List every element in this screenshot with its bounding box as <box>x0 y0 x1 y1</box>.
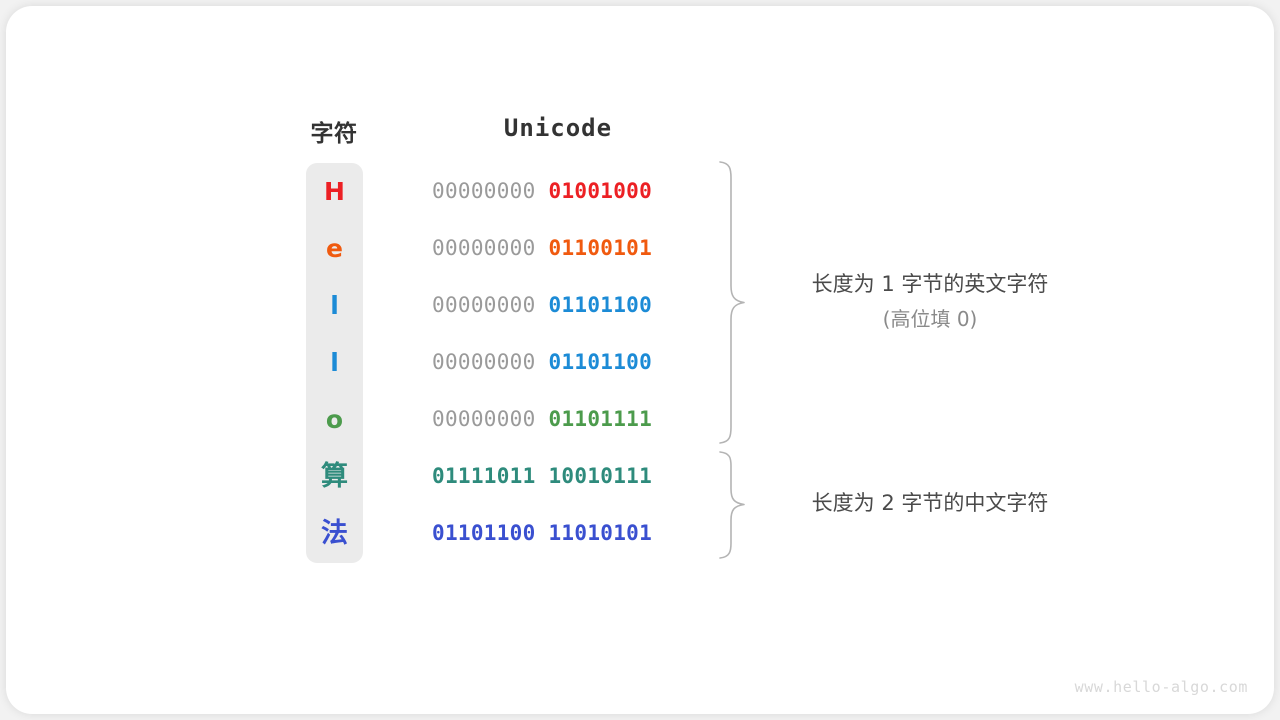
annotation-cjk: 长度为 2 字节的中文字符 <box>760 485 1100 521</box>
binary-padding-bits: 00000000 <box>432 350 549 374</box>
binary-row: 00000000 01101100 <box>432 334 688 391</box>
binary-row: 01101100 11010101 <box>432 505 688 562</box>
character-cell: 算 <box>321 461 348 492</box>
binary-code-bits: 01100101 <box>548 236 653 260</box>
character-cell: e <box>326 234 343 263</box>
binary-row: 01111011 10010111 <box>432 448 688 505</box>
binary-code-bits: 01101111 <box>548 407 653 431</box>
binary-padding-bits: 00000000 <box>432 407 549 431</box>
brace-cjk-group <box>718 450 748 560</box>
brace-ascii-group <box>718 160 748 445</box>
binary-code-bits: 01101100 <box>548 350 653 374</box>
column-header-unicode: Unicode <box>503 114 613 142</box>
binary-code-bits: 01101100 <box>548 293 653 317</box>
binary-code-bits: 01001000 <box>548 179 653 203</box>
column-header-character: 字符 <box>310 121 358 147</box>
annotation-ascii-main: 长度为 1 字节的英文字符 <box>811 272 1049 296</box>
binary-code-bits: 01111011 10010111 <box>432 464 653 488</box>
binary-row: 00000000 01100101 <box>432 220 688 277</box>
character-cell: 法 <box>321 518 348 549</box>
binary-code-bits: 01101100 11010101 <box>432 521 653 545</box>
character-cell: o <box>325 405 344 434</box>
figure-card <box>6 6 1274 714</box>
binary-padding-bits: 00000000 <box>432 179 549 203</box>
annotation-ascii-sub: (高位填 0) <box>882 307 978 331</box>
binary-row: 00000000 01101100 <box>432 277 688 334</box>
annotation-cjk-main: 长度为 2 字节的中文字符 <box>811 491 1049 515</box>
annotation-ascii: 长度为 1 字节的英文字符 (高位填 0) <box>760 266 1100 336</box>
binary-row: 00000000 01001000 <box>432 163 688 220</box>
character-cell: H <box>324 177 345 206</box>
binary-padding-bits: 00000000 <box>432 293 549 317</box>
character-cell: l <box>330 291 339 320</box>
character-cell: l <box>330 348 339 377</box>
watermark: www.hello-algo.com <box>1074 678 1248 696</box>
binary-padding-bits: 00000000 <box>432 236 549 260</box>
binary-row: 00000000 01101111 <box>432 391 688 448</box>
